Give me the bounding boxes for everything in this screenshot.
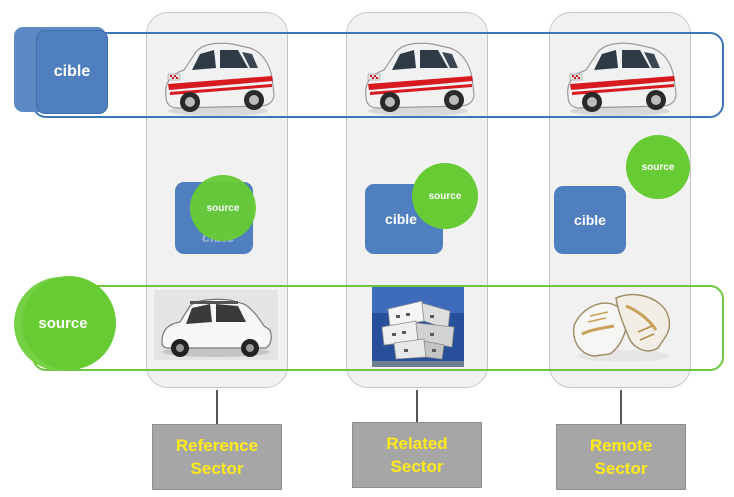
source-circle-related: source <box>412 163 478 229</box>
target-car-image-remote <box>567 42 677 116</box>
source-vintage-car-image <box>154 290 278 360</box>
stem-related <box>416 390 418 422</box>
sector-label-reference-line2: Sector <box>190 459 244 478</box>
source-legend-circle: source <box>22 276 116 370</box>
cible-legend-label: cible <box>53 63 91 80</box>
source-label-remote: source <box>641 161 675 173</box>
target-car-image-related <box>365 42 475 116</box>
cible-label-remote: cible <box>574 212 606 228</box>
source-label-related: source <box>428 190 462 202</box>
sector-label-related: Related Sector <box>352 422 482 488</box>
cible-legend-square: cible <box>36 30 108 114</box>
source-sneakers-image <box>573 293 671 362</box>
source-circle-remote: source <box>626 135 690 199</box>
sector-label-remote-line1: Remote <box>589 436 653 455</box>
source-building-image <box>372 287 464 367</box>
source-label-reference: source <box>206 202 240 214</box>
sector-label-remote-line2: Sector <box>594 459 648 478</box>
stem-remote <box>620 390 622 424</box>
cible-square-remote: cible <box>554 186 626 254</box>
sector-label-related-line1: Related <box>386 434 448 453</box>
target-car-image-reference <box>165 42 275 116</box>
sector-label-remote: Remote Sector <box>556 424 686 490</box>
sector-label-reference: Reference Sector <box>152 424 282 490</box>
sector-label-reference-line1: Reference <box>175 436 259 455</box>
source-circle-reference: source <box>190 175 256 241</box>
cible-label-related: cible <box>385 211 417 227</box>
sector-label-related-line2: Sector <box>390 457 444 476</box>
stem-reference <box>216 390 218 424</box>
source-legend-label: source <box>38 314 88 332</box>
